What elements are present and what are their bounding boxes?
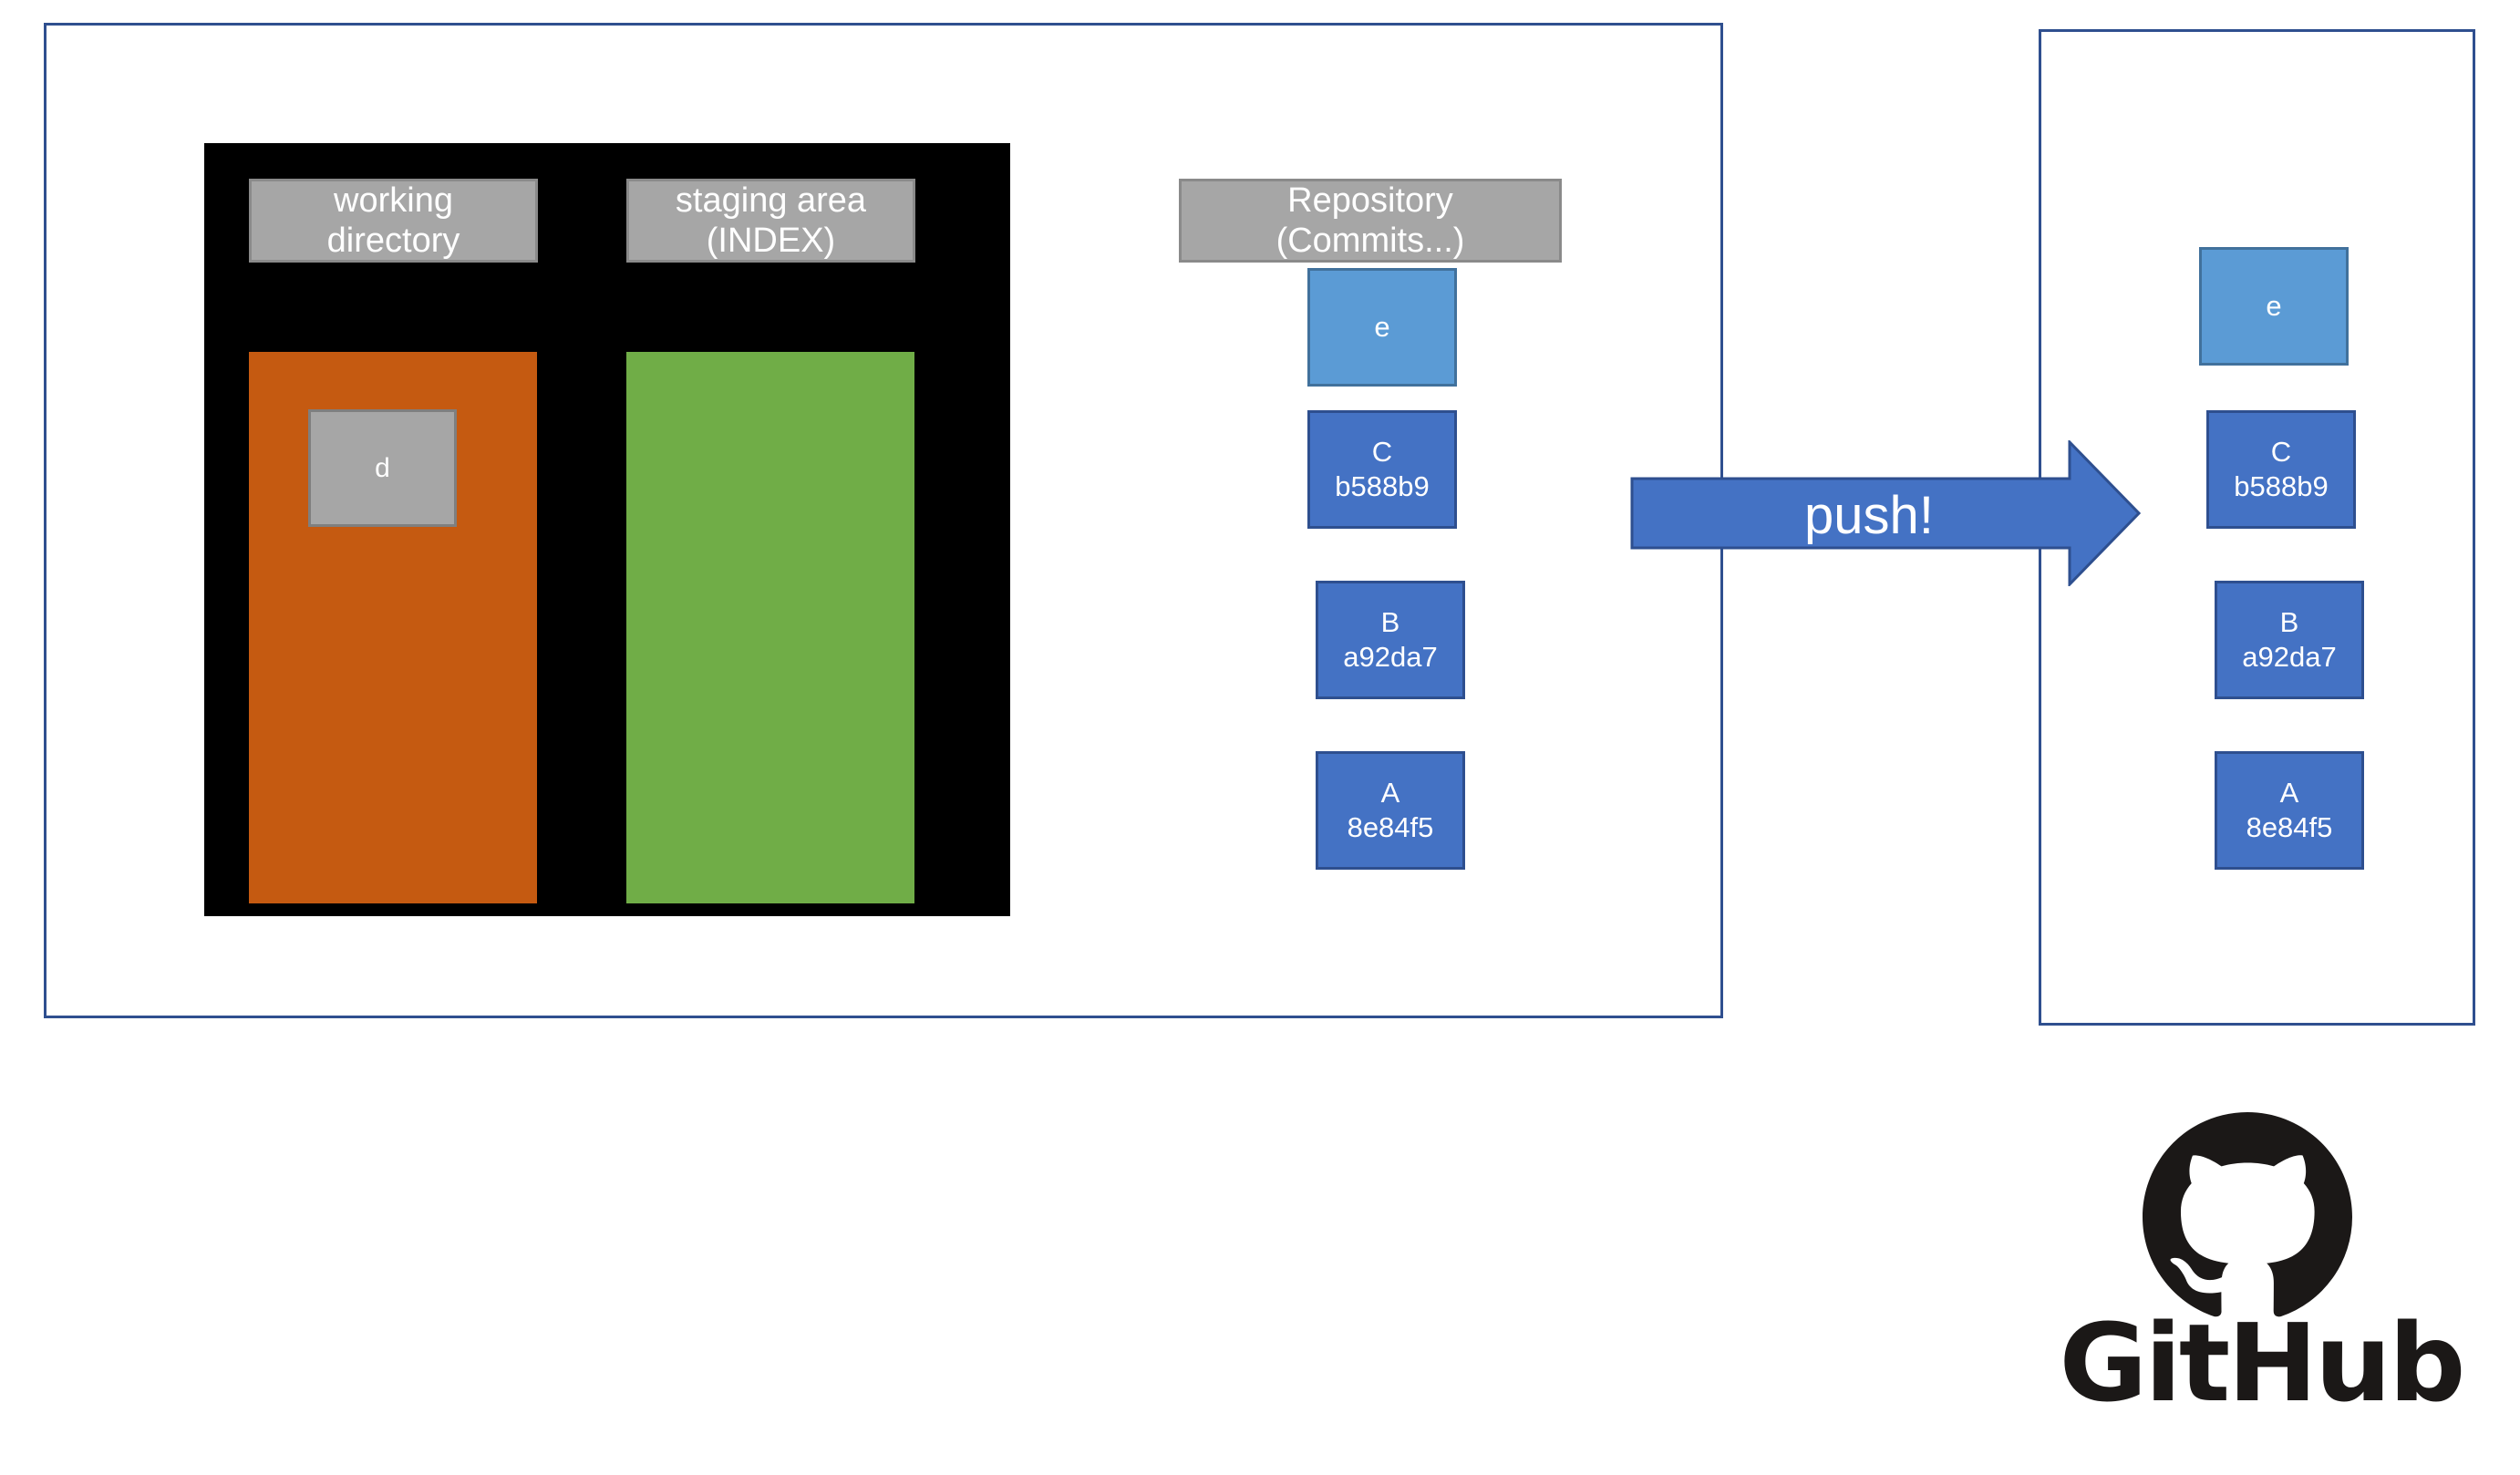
commit-name: C (2270, 436, 2292, 468)
working-directory-header: working directory (249, 179, 538, 263)
staging-area (626, 352, 914, 903)
commit-name: e (1374, 311, 1390, 343)
commit-hash: 8e84f5 (2246, 811, 2333, 843)
commit-name: B (2279, 606, 2299, 638)
commit-hash: a92da7 (2242, 641, 2337, 673)
commit-hash: b588b9 (2234, 470, 2329, 502)
commit-hash: 8e84f5 (1347, 811, 1434, 843)
commit-name: A (2279, 777, 2299, 809)
file-d: d (308, 409, 457, 527)
remote-commit-c: C b588b9 (2206, 410, 2356, 529)
remote-commit-e: e (2199, 247, 2349, 366)
commit-hash: a92da7 (1343, 641, 1438, 673)
staging-area-header: staging area (INDEX) (626, 179, 915, 263)
github-octocat-icon (2143, 1112, 2352, 1317)
commit-name: e (2266, 290, 2282, 322)
remote-commit-b: B a92da7 (2215, 581, 2364, 699)
github-wordmark: GitHub (2059, 1300, 2466, 1426)
commit-name: B (1380, 606, 1400, 638)
push-arrow (1630, 440, 2141, 586)
local-commit-b: B a92da7 (1316, 581, 1465, 699)
commit-hash: b588b9 (1335, 470, 1430, 502)
repository-header: Repository (Commits...) (1179, 179, 1562, 263)
local-commit-e: e (1307, 268, 1457, 387)
push-label: push! (1804, 485, 1934, 545)
commit-name: C (1371, 436, 1393, 468)
local-commit-c: C b588b9 (1307, 410, 1457, 529)
remote-commit-a: A 8e84f5 (2215, 751, 2364, 870)
commit-name: A (1380, 777, 1400, 809)
local-commit-a: A 8e84f5 (1316, 751, 1465, 870)
